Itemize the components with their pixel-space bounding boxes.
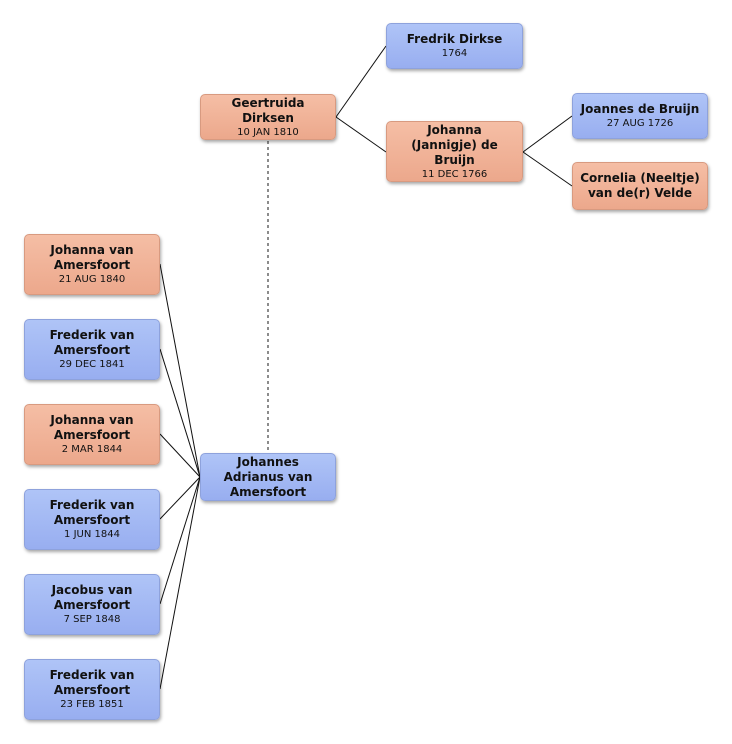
person-card-child-4[interactable]: Frederik van Amersfoort 1 JUN 1844 — [24, 489, 160, 550]
person-card-great-grandfather[interactable]: Joannes de Bruijn 27 AUG 1726 — [572, 93, 708, 139]
person-name: Jacobus van Amersfoort — [51, 583, 133, 612]
person-date: 27 AUG 1726 — [606, 118, 674, 129]
connector-child-1 — [159, 263, 201, 478]
person-card-child-2[interactable]: Frederik van Amersfoort 29 DEC 1841 — [24, 319, 160, 380]
person-name: Frederik van Amersfoort — [49, 498, 135, 527]
person-card-grandfather[interactable]: Fredrik Dirkse 1764 — [386, 23, 523, 69]
connector-child-6 — [159, 476, 201, 690]
connector-child-5 — [159, 476, 201, 605]
person-card-mother[interactable]: Geertruida Dirksen 10 JAN 1810 — [200, 94, 336, 140]
person-date: 1764 — [441, 48, 468, 59]
person-date: 21 AUG 1840 — [58, 274, 126, 285]
person-date: 10 JAN 1810 — [237, 126, 299, 138]
person-name: Frederik van Amersfoort — [49, 668, 135, 697]
person-date: 7 SEP 1848 — [63, 614, 121, 625]
person-name: Johannes Adrianus van Amersfoort — [223, 454, 313, 499]
person-card-child-6[interactable]: Frederik van Amersfoort 23 FEB 1851 — [24, 659, 160, 720]
connector-mother-grandfather — [335, 45, 387, 118]
person-card-grandmother[interactable]: Johanna (Jannigje) de Bruijn 11 DEC 1766 — [386, 121, 523, 182]
person-name: Frederik van Amersfoort — [49, 328, 135, 357]
person-card-child-3[interactable]: Johanna van Amersfoort 2 MAR 1844 — [24, 404, 160, 465]
connector-mother-grandmother — [335, 116, 387, 153]
person-name: Geertruida Dirksen — [231, 95, 305, 125]
person-date: 11 DEC 1766 — [421, 168, 488, 180]
connector-grandmother-great-grandmother — [522, 151, 573, 187]
person-date: 29 DEC 1841 — [59, 359, 125, 370]
person-name: Fredrik Dirkse — [406, 32, 503, 46]
person-name: Cornelia (Neeltje) van de(r) Velde — [580, 171, 700, 200]
connector-child-2 — [159, 348, 201, 478]
person-name: Joannes de Bruijn — [580, 102, 700, 116]
connector-child-3 — [159, 433, 201, 478]
person-name: Johanna van Amersfoort — [50, 243, 134, 272]
person-card-spouse[interactable]: Johannes Adrianus van Amersfoort — [200, 453, 336, 501]
person-card-child-1[interactable]: Johanna van Amersfoort 21 AUG 1840 — [24, 234, 160, 295]
person-date: 2 MAR 1844 — [61, 444, 123, 455]
person-card-child-5[interactable]: Jacobus van Amersfoort 7 SEP 1848 — [24, 574, 160, 635]
person-name: Johanna (Jannigje) de Bruijn — [411, 122, 498, 167]
person-card-great-grandmother[interactable]: Cornelia (Neeltje) van de(r) Velde — [572, 162, 708, 210]
person-name: Johanna van Amersfoort — [50, 413, 134, 442]
person-date: 23 FEB 1851 — [60, 699, 124, 710]
connector-child-4 — [159, 476, 201, 520]
connector-grandmother-great-grandfather — [522, 115, 573, 153]
person-date: 1 JUN 1844 — [64, 529, 120, 540]
